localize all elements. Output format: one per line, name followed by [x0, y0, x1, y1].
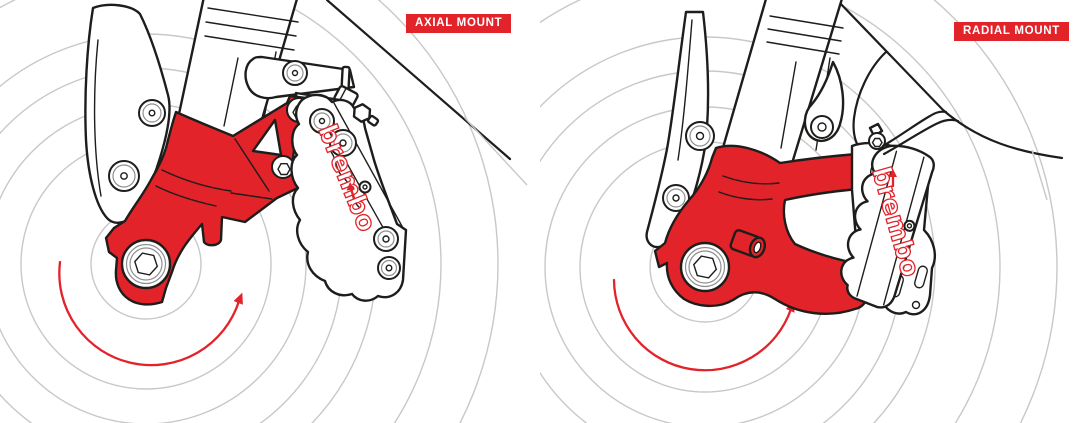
- mount-hex-bolt: [271, 155, 295, 179]
- axle-hex-bolt: [120, 238, 172, 290]
- radial-mount-label: RADIAL MOUNT: [954, 22, 1069, 41]
- caliper-direction-arrow-icon: [346, 182, 356, 200]
- caliper-bolt: [309, 108, 335, 134]
- bodywork-lines: [325, 0, 528, 186]
- stay-bolt: [685, 121, 715, 151]
- fork-bracket-arm: [244, 55, 356, 100]
- fender-bolt: [108, 160, 140, 192]
- fork-bracket-arm: [803, 60, 845, 143]
- mount-cutout: [782, 187, 863, 266]
- brake-caliper: brembo: [840, 122, 935, 309]
- brake-line: [881, 110, 960, 156]
- brake-caliper: brembo: [290, 93, 408, 302]
- bleed-valve-icon: [868, 122, 886, 150]
- pad-pin: [377, 256, 401, 280]
- bleed-valve-icon: [352, 103, 380, 127]
- mount-boss: [729, 229, 767, 259]
- axle-hex-bolt: [679, 241, 731, 293]
- caliper-direction-arrow-icon: [889, 169, 897, 188]
- radial-mount-diagram: brembo: [540, 0, 1064, 423]
- pad-pin: [373, 226, 399, 252]
- caliper-bolt: [329, 129, 357, 157]
- axial-mount-label: AXIAL MOUNT: [406, 14, 512, 33]
- axial-mount-diagram: brembo: [0, 0, 528, 423]
- front-fender: [84, 3, 171, 224]
- stay-bolt: [662, 184, 690, 212]
- fender-bolt: [138, 99, 166, 127]
- mount-cutout: [251, 118, 283, 157]
- rotation-arrow-icon: [58, 260, 243, 367]
